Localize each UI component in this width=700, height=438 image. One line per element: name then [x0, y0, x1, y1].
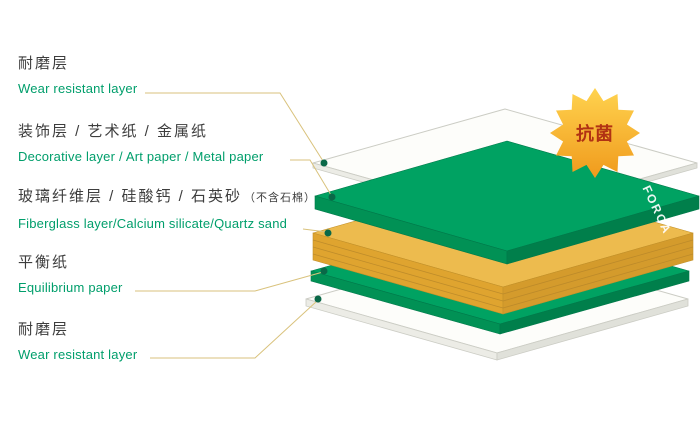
leader-line-1 — [145, 92, 324, 162]
label-decorative-layer: 装饰层 / 艺术纸 / 金属纸 Decorative layer / Art p… — [18, 122, 263, 164]
label-zh-text: 耐磨层 — [18, 55, 70, 72]
layer-dot-4 — [320, 267, 328, 275]
layer-dot-3 — [324, 229, 332, 237]
label-fiberglass-core: 玻璃纤维层 / 硅酸钙 / 石英砂（不含石棉） Fiberglass layer… — [18, 187, 316, 231]
label-en-text: Wear resistant layer — [18, 81, 138, 96]
core-lamination-lines-icon — [312, 239, 694, 309]
badge-label: 抗菌 — [576, 123, 614, 144]
label-en-text: Wear resistant layer — [18, 347, 138, 362]
layer-marker-dots — [314, 159, 336, 303]
label-zh-main: 玻璃纤维层 / 硅酸钙 / 石英砂 — [18, 188, 243, 205]
label-equilibrium-paper: 平衡纸 Equilibrium paper — [18, 253, 123, 295]
label-zh-text: 耐磨层 — [18, 321, 70, 338]
layer-dot-2 — [328, 193, 336, 201]
label-zh-text: 平衡纸 — [18, 254, 70, 271]
label-zh-note: （不含石棉） — [244, 192, 317, 204]
sheet-decorative-layer: FORCA — [314, 140, 700, 265]
label-en-text: Decorative layer / Art paper / Metal pap… — [18, 149, 264, 164]
antibacterial-badge: 抗菌 — [550, 88, 640, 178]
label-wear-layer-top: 耐磨层 Wear resistant layer — [18, 54, 137, 96]
leader-line-3 — [302, 228, 328, 233]
leader-line-5 — [150, 300, 318, 359]
label-en-text: Fiberglass layer/Calcium silicate/Quartz… — [18, 216, 288, 231]
label-zh-text: 玻璃纤维层 / 硅酸钙 / 石英砂（不含石棉） — [18, 187, 316, 208]
leader-line-2 — [290, 159, 332, 196]
label-zh-text: 装饰层 / 艺术纸 / 金属纸 — [18, 123, 209, 140]
starburst-icon — [550, 88, 640, 178]
layer-dot-1 — [320, 159, 328, 167]
label-en-text: Equilibrium paper — [18, 280, 123, 295]
layer-dot-5 — [314, 295, 322, 303]
label-wear-layer-bottom: 耐磨层 Wear resistant layer — [18, 320, 137, 362]
leader-line-4 — [135, 271, 324, 292]
leader-lines — [135, 92, 332, 359]
